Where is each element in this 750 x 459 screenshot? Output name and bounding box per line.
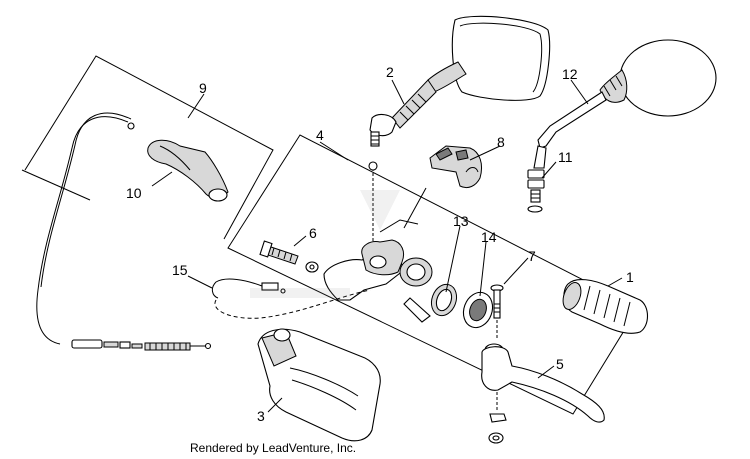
callout-4: 4: [316, 127, 324, 143]
callout-14: 14: [481, 229, 497, 245]
frame-cable-group: [21, 55, 274, 240]
hand-grip-part-1[interactable]: [560, 278, 649, 334]
clamp-part-8[interactable]: [429, 145, 483, 189]
callout-3: 3: [257, 408, 265, 424]
lever-bracket-part-4[interactable]: [323, 161, 433, 323]
cable-part-15[interactable]: [211, 278, 371, 319]
callout-2: 2: [386, 64, 394, 80]
mirror-part-2[interactable]: [369, 15, 551, 147]
spacer-part-14[interactable]: [459, 288, 498, 331]
ring-part-13[interactable]: [427, 281, 460, 319]
clutch-lever-part-5[interactable]: [481, 343, 605, 444]
callout-8: 8: [497, 134, 505, 150]
cable-part-9[interactable]: [36, 112, 212, 351]
pivot-bolt-part-7[interactable]: [490, 284, 504, 340]
callout-9: 9: [199, 80, 207, 96]
watermark-logo: [250, 190, 400, 298]
cable-boot-part-10[interactable]: [147, 139, 229, 202]
callout-6: 6: [309, 225, 317, 241]
callout-5: 5: [556, 356, 564, 372]
screw-part-6[interactable]: [259, 240, 319, 273]
callout-7: 7: [528, 248, 536, 264]
callout-11: 11: [558, 149, 573, 165]
footer-credit: Rendered by LeadVenture, Inc.: [190, 441, 356, 455]
callout-1: 1: [626, 269, 634, 285]
callout-10: 10: [126, 185, 142, 201]
callout-13: 13: [453, 213, 469, 229]
mirror-part-12[interactable]: [533, 39, 717, 169]
leader-lines: [151, 79, 623, 413]
hand-guard-part-3[interactable]: [257, 328, 381, 442]
callout-15: 15: [172, 262, 188, 278]
nut-part-11[interactable]: [527, 169, 545, 213]
callout-12: 12: [562, 66, 578, 82]
